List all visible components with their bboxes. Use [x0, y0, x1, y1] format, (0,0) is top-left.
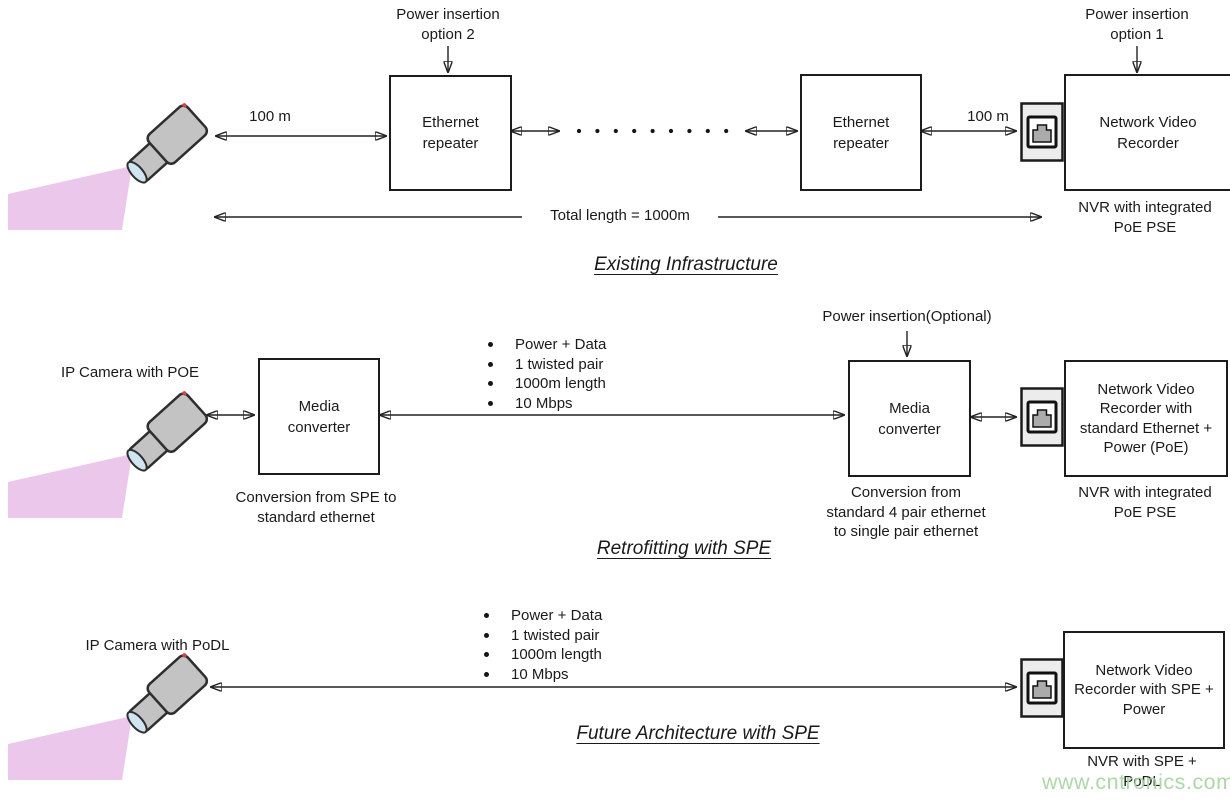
list-item: 1000m length: [478, 645, 602, 665]
nvr-future-box: Network Video Recorder with SPE + Power: [1063, 631, 1225, 749]
ellipsis-dots: [576, 128, 729, 134]
list-item: 10 Mbps: [478, 665, 602, 685]
bullet-dot: [488, 361, 493, 367]
media-converter-right-caption: Conversion from standard 4 pair ethernet…: [826, 484, 986, 540]
bullet-text: Power + Data: [515, 336, 607, 353]
bullet-dot: [484, 671, 489, 677]
nvr-future-caption: NVR with SPE + PoDL: [1087, 753, 1197, 790]
ethernet-port-icon-retrofit: [1020, 387, 1064, 447]
total-length-label: Total length = 1000m: [522, 206, 718, 226]
camera-label-future: IP Camera with PoDL: [85, 637, 230, 654]
ip-camera-icon-future: [8, 653, 209, 780]
list-item: 10 Mbps: [482, 394, 606, 414]
bullet-text: 10 Mbps: [511, 665, 569, 683]
bullet-text: 1000m length: [515, 375, 606, 392]
distance-label-camera-repeater: 100 m: [249, 108, 291, 125]
section-title-future: Future Architecture with SPE: [576, 723, 820, 744]
bullet-dot: [484, 652, 489, 657]
nvr-existing-caption: NVR with integrated PoE PSE: [1078, 199, 1212, 236]
nvr-retrofit-box: Network Video Recorder with standard Eth…: [1064, 360, 1228, 477]
section-title-retrofit: Retrofitting with SPE: [596, 538, 772, 559]
spe-link-properties-future: Power + Data 1 twisted pair 1000m length…: [478, 606, 602, 684]
ethernet-port-icon-existing: [1020, 102, 1064, 162]
ethernet-repeater-right-box: Ethernet repeater: [800, 74, 922, 191]
media-converter-left-box: Media converter: [258, 358, 380, 475]
camera-body: [126, 103, 209, 184]
bullet-dot: [488, 400, 493, 406]
bullet-dot: [488, 381, 493, 386]
bullet-text: 1000m length: [511, 646, 602, 663]
camera-label-retrofit: IP Camera with POE: [60, 364, 200, 381]
camera-beam: [8, 166, 132, 230]
nvr-existing-box: Network Video Recorder: [1064, 74, 1230, 191]
camera-body: [126, 391, 209, 472]
power-insertion-optional-label: Power insertion(Optional): [822, 308, 992, 325]
bullet-text: 10 Mbps: [515, 394, 573, 412]
camera-beam: [8, 454, 132, 518]
camera-beam: [8, 716, 132, 780]
media-converter-right-box: Media converter: [848, 360, 971, 477]
list-item: 1 twisted pair: [482, 355, 606, 375]
ethernet-repeater-left-box: Ethernet repeater: [389, 75, 512, 191]
ip-camera-icon-retrofit: [8, 391, 209, 518]
spe-link-properties-retrofit: Power + Data 1 twisted pair 1000m length…: [482, 335, 606, 413]
list-item: 1000m length: [482, 374, 606, 394]
bullet-dot: [484, 632, 489, 638]
list-item: Power + Data: [478, 606, 602, 626]
watermark: www.cntronics.com: [1042, 770, 1230, 794]
bullet-dot: [484, 613, 489, 618]
bullet-dot: [488, 342, 493, 347]
ethernet-port-icon-future: [1020, 658, 1064, 718]
distance-label-repeater-nvr: 100 m: [967, 108, 1009, 125]
power-insertion-option1-label: Power insertion option 1: [1085, 6, 1189, 43]
section-title-existing: Existing Infrastructure: [594, 254, 778, 275]
bullet-text: 1 twisted pair: [511, 626, 600, 644]
ip-camera-icon-existing: [8, 103, 209, 230]
bullet-text: Power + Data: [511, 607, 603, 624]
nvr-retrofit-caption: NVR with integrated PoE PSE: [1078, 484, 1212, 521]
list-item: 1 twisted pair: [478, 626, 602, 646]
bullet-text: 1 twisted pair: [515, 355, 604, 373]
camera-body: [126, 653, 209, 734]
list-item: Power + Data: [482, 335, 606, 355]
media-converter-left-caption: Conversion from SPE to standard ethernet: [235, 489, 397, 526]
power-insertion-option2-label: Power insertion option 2: [396, 6, 500, 43]
